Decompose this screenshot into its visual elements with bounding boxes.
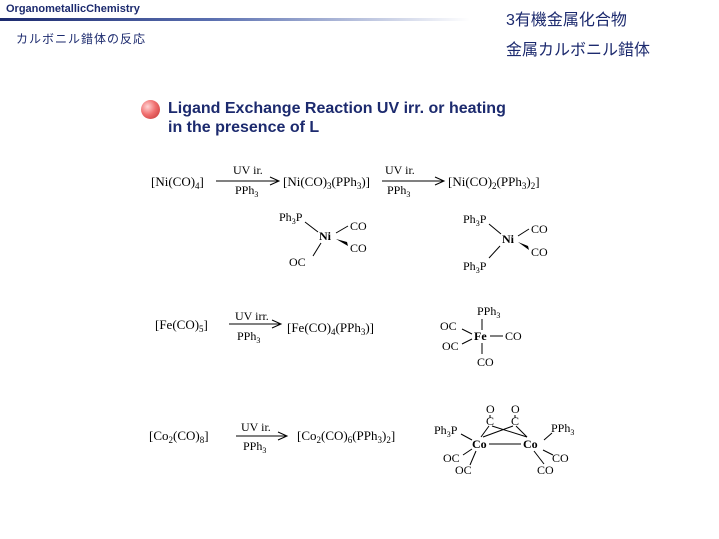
ni-reactant: [Ni(CO)4] — [151, 174, 204, 191]
ni2-ph3p-bottom: Ph3P — [463, 259, 487, 275]
fe-oc-bottom: OC — [442, 339, 459, 353]
ni2-center: Ni — [502, 232, 515, 246]
arrow-4-top: UV ir. — [241, 420, 271, 434]
topic-title: 金属カルボニル錯体 — [506, 42, 651, 59]
slide-subtitle: カルボニル錯体の反応 — [16, 32, 147, 46]
co-co-right2: CO — [537, 463, 554, 477]
co-oc-left2: OC — [455, 463, 472, 477]
header-rule — [0, 18, 470, 21]
arrow-1-bottom: PPh3 — [235, 183, 258, 199]
fe-reactant: [Fe(CO)5] — [155, 317, 208, 334]
co-bridge-c1: C — [486, 414, 494, 428]
co-pph3: PPh3 — [551, 421, 574, 437]
bullet-icon — [141, 100, 160, 119]
fe-product: [Fe(CO)4(PPh3)] — [287, 320, 374, 337]
fe-center: Fe — [474, 329, 487, 343]
ni1-center: Ni — [319, 229, 332, 243]
chapter-title: 3有機金属化合物 — [506, 12, 627, 29]
arrow-4-bottom: PPh3 — [243, 439, 266, 455]
section-title-line1: Ligand Exchange Reaction UV irr. or heat… — [168, 100, 506, 117]
ni1-oc: OC — [289, 255, 306, 269]
co-center-left: Co — [472, 437, 487, 451]
fe-co-right: CO — [505, 329, 522, 343]
arrow-2-bottom: PPh3 — [387, 183, 410, 199]
co-co-right: CO — [552, 451, 569, 465]
arrow-1-top: UV ir. — [233, 163, 263, 177]
co-ph3p: Ph3P — [434, 423, 458, 439]
ni1-co-bottom: CO — [350, 241, 367, 255]
co-reactant: [Co2(CO)8] — [149, 428, 209, 445]
ni2-co-top: CO — [531, 222, 548, 236]
co-bridge-c2: C — [511, 414, 519, 428]
co-bridge-o2: O — [511, 402, 520, 416]
fe-co-bottom: CO — [477, 355, 494, 369]
ni2-co-bottom: CO — [531, 245, 548, 259]
arrow-2-top: UV ir. — [385, 163, 415, 177]
co-bridge-o1: O — [486, 402, 495, 416]
ni-product: [Ni(CO)2(PPh3)2] — [448, 174, 540, 191]
ni1-ph3p: Ph3P — [279, 210, 303, 226]
section-title-line2: in the presence of L — [168, 119, 320, 136]
ni1-co-top: CO — [350, 219, 367, 233]
fe-oc-top: OC — [440, 319, 457, 333]
arrow-3-top: UV irr. — [235, 309, 269, 323]
course-title: OrganometallicChemistry — [6, 3, 140, 15]
ni-intermediate: [Ni(CO)3(PPh3)] — [283, 174, 370, 191]
ni2-ph3p-top: Ph3P — [463, 212, 487, 228]
co-center-right: Co — [523, 437, 538, 451]
co-product: [Co2(CO)6(PPh3)2] — [297, 428, 395, 445]
fe-pph3: PPh3 — [477, 304, 500, 320]
arrow-3-bottom: PPh3 — [237, 329, 260, 345]
co-oc-left: OC — [443, 451, 460, 465]
